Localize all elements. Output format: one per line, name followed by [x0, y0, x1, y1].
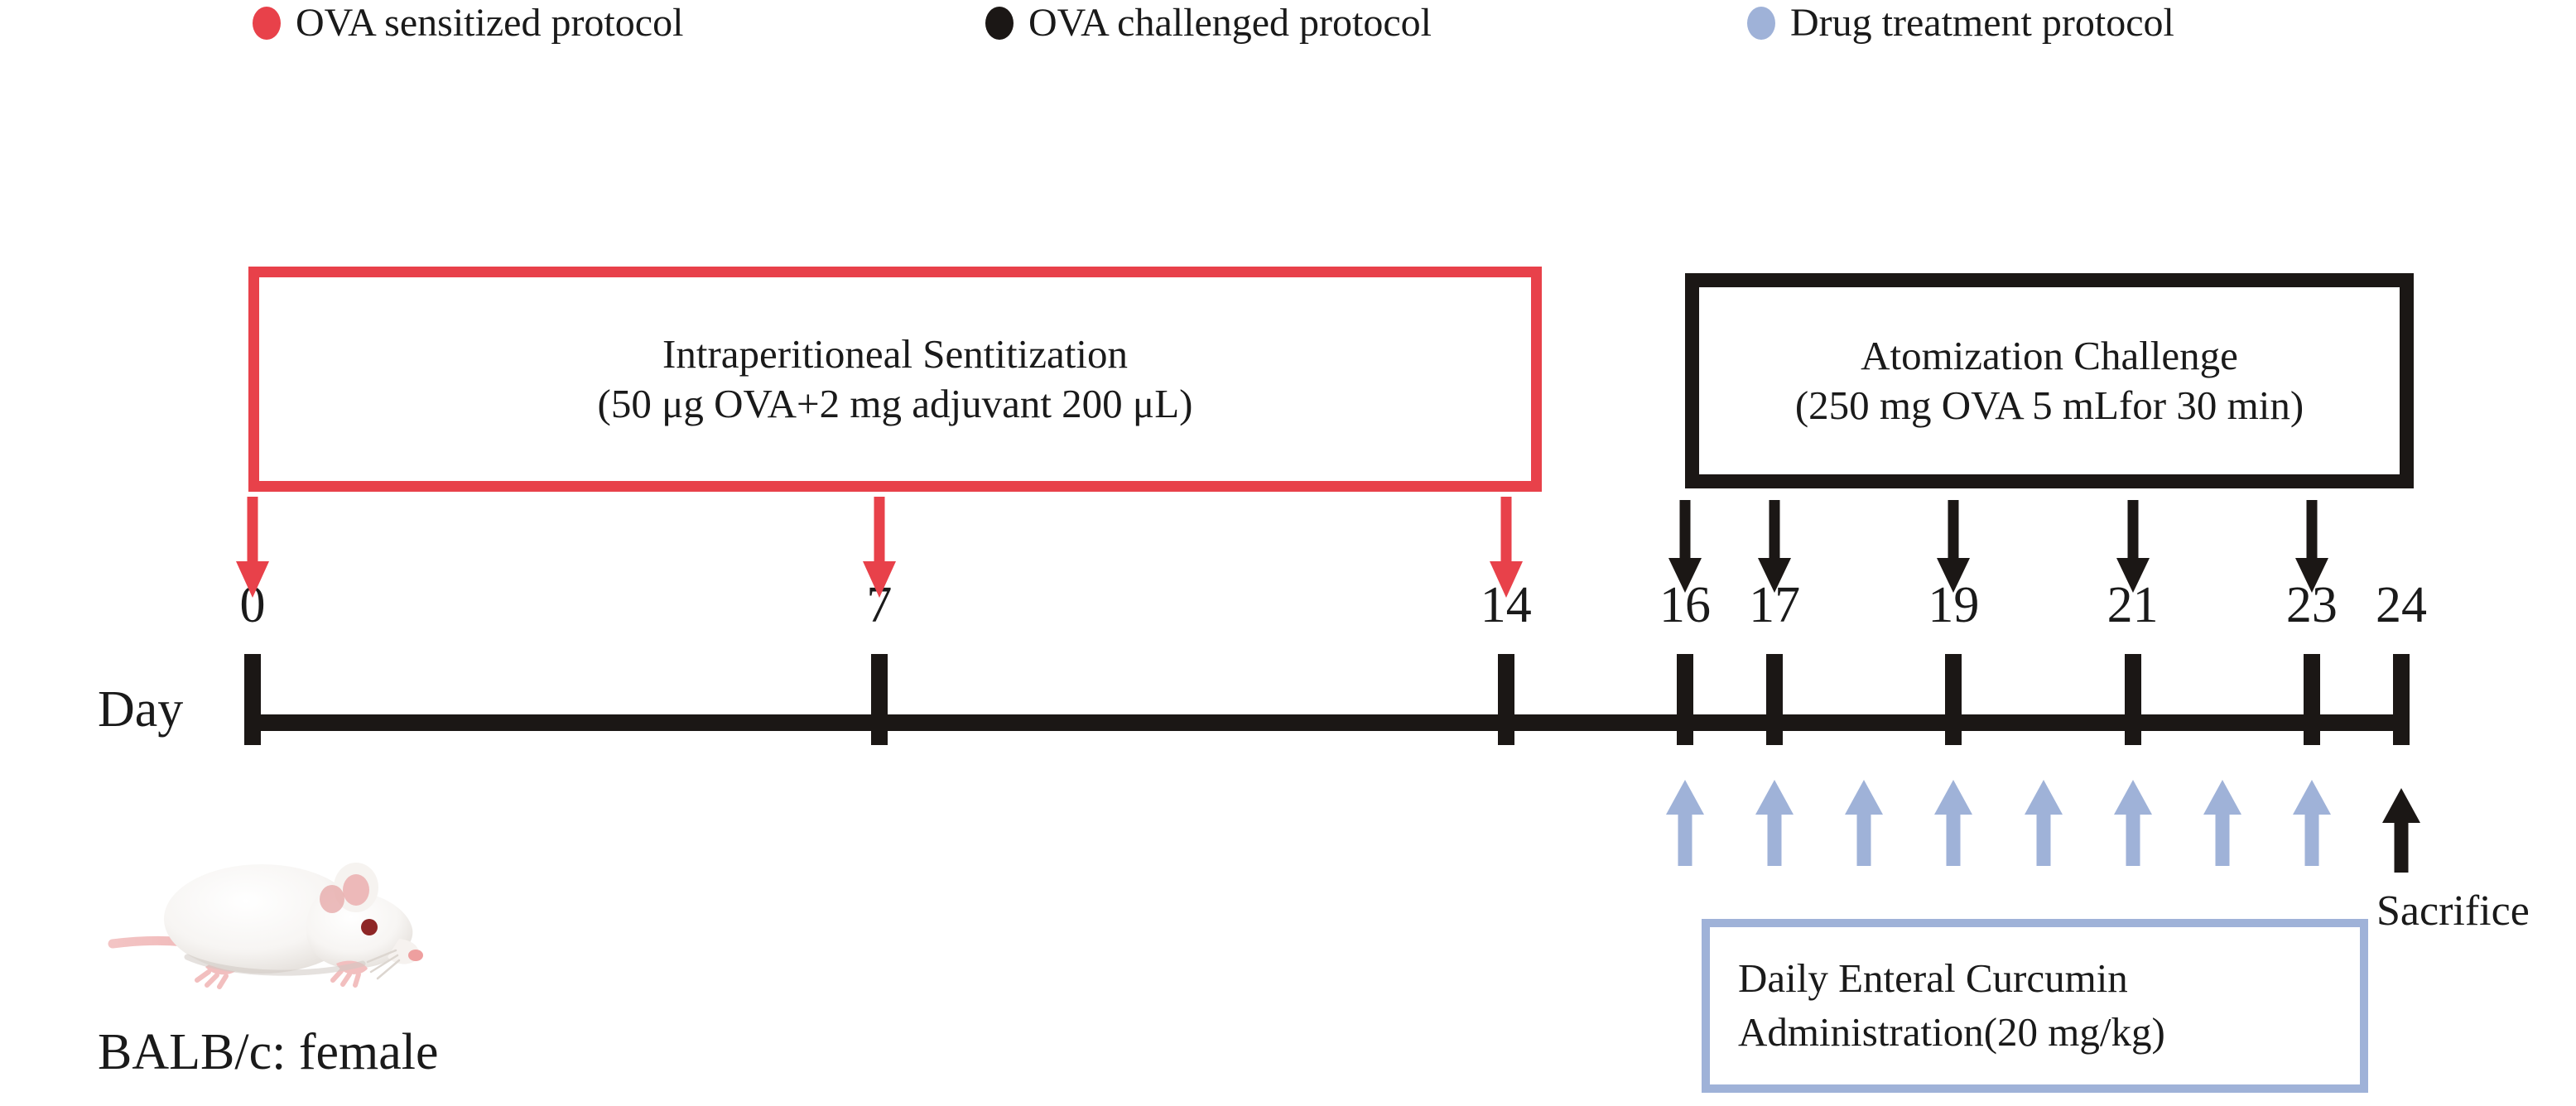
- timeline-day-number-24: 24: [2376, 577, 2427, 633]
- arrow-shaft: [1769, 500, 1780, 558]
- arrow-shaft: [2304, 815, 2319, 866]
- legend-item-drug-treatment: Drug treatment protocol: [1747, 3, 2174, 43]
- arrow-shaft: [874, 497, 885, 561]
- axis-label-day: Day: [98, 681, 184, 738]
- arrow-head: [2113, 780, 2152, 815]
- legend-item-label: Drug treatment protocol: [1790, 1, 2174, 45]
- arrow-shaft: [2394, 823, 2409, 873]
- challenge-protocol-box: Atomization Challenge (250 mg OVA 5 mLfo…: [1685, 273, 2414, 488]
- arrow-shaft: [1767, 815, 1782, 866]
- arrow-shaft: [2126, 815, 2140, 866]
- arrow-shaft: [247, 497, 258, 561]
- legend-item-label: OVA challenged protocol: [1028, 1, 1432, 45]
- sensitization-title: Intraperitioneal Sentitization: [662, 331, 1128, 377]
- red-dot-marker-icon: [253, 7, 281, 40]
- arrow-head: [1758, 558, 1792, 593]
- arrow-shaft: [1679, 500, 1691, 558]
- arrow-head: [1755, 780, 1794, 815]
- sensitization-protocol-box: Intraperitioneal Sentitization (50 μg OV…: [248, 267, 1542, 492]
- timeline-tick-day-16: [1677, 654, 1693, 745]
- challenge-arrow-day-19: [1934, 500, 1972, 593]
- sacrifice-label: Sacrifice: [2376, 887, 2530, 935]
- drug-treatment-protocol-box: Daily Enteral Curcumin Administration(20…: [1702, 919, 2368, 1093]
- challenge-arrow-day-16: [1666, 500, 1704, 593]
- drug-arrow-day-16: [1666, 780, 1704, 866]
- arrow-head: [2294, 558, 2328, 593]
- timeline-tick-day-23: [2303, 654, 2320, 745]
- drug-arrow-day-22: [2203, 780, 2241, 866]
- blue-dot-marker-icon: [1747, 7, 1775, 40]
- challenge-arrow-day-17: [1755, 500, 1794, 593]
- arrow-head: [1845, 780, 1884, 815]
- timeline-tick-day-0: [244, 654, 261, 745]
- timeline-tick-day-24: [2393, 654, 2410, 745]
- arrow-head: [236, 561, 269, 598]
- legend: OVA sensitized protocol OVA challenged p…: [0, 0, 2576, 66]
- timeline-tick-day-7: [870, 654, 888, 745]
- timeline-axis: [253, 714, 2401, 731]
- arrow-head: [2116, 558, 2150, 593]
- arrow-head: [1668, 558, 1702, 593]
- sensitization-dose: (50 μg OVA+2 mg adjuvant 200 μL): [597, 381, 1193, 426]
- legend-item-ova-sensitized: OVA sensitized protocol: [253, 3, 683, 43]
- challenge-title: Atomization Challenge: [1861, 333, 2238, 379]
- arrow-shaft: [2036, 815, 2050, 866]
- drug-arrow-day-21: [2113, 780, 2152, 866]
- legend-item-label: OVA sensitized protocol: [296, 1, 684, 45]
- drug-arrow-day-23: [2292, 780, 2331, 866]
- drug-arrow-day-20: [2024, 780, 2063, 866]
- arrow-head: [1489, 561, 1523, 598]
- arrow-shaft: [1678, 815, 1692, 866]
- drug-arrow-day-17: [1755, 780, 1794, 866]
- white-mouse-photo: [108, 863, 423, 989]
- timeline-tick-day-14: [1497, 654, 1514, 745]
- drug-arrow-day-18: [1845, 780, 1884, 866]
- drug-title: Daily Enteral Curcumin: [1738, 955, 2128, 1002]
- arrow-head: [2382, 788, 2420, 823]
- animal-strain-label: BALB/c: female: [98, 1024, 439, 1080]
- challenge-arrow-day-23: [2293, 500, 2331, 593]
- sensitization-arrow-day-0: [234, 497, 272, 598]
- arrow-shaft: [1946, 815, 1961, 866]
- drug-dose: Administration(20 mg/kg): [1738, 1009, 2165, 1055]
- arrow-shaft: [1948, 500, 1959, 558]
- arrow-shaft: [1856, 815, 1871, 866]
- black-dot-marker-icon: [985, 7, 1014, 40]
- arrow-shaft: [2215, 815, 2230, 866]
- arrow-head: [2203, 780, 2241, 815]
- timeline-tick-day-17: [1766, 654, 1784, 745]
- sensitization-arrow-day-14: [1487, 497, 1525, 598]
- arrow-head: [2292, 780, 2331, 815]
- arrow-head: [1666, 780, 1704, 815]
- sensitization-arrow-day-7: [860, 497, 898, 598]
- arrow-shaft: [2127, 500, 2139, 558]
- arrow-head: [862, 561, 896, 598]
- arrow-head: [1937, 558, 1971, 593]
- arrow-shaft: [2306, 500, 2318, 558]
- sacrifice-arrow-day-24: [2382, 788, 2420, 873]
- challenge-arrow-day-21: [2114, 500, 2152, 593]
- timeline-tick-day-19: [1945, 654, 1962, 745]
- drug-arrow-day-19: [1934, 780, 1973, 866]
- arrow-head: [2024, 780, 2063, 815]
- challenge-dose: (250 mg OVA 5 mLfor 30 min): [1794, 382, 2304, 428]
- arrow-shaft: [1500, 497, 1512, 561]
- timeline-tick-day-21: [2124, 654, 2141, 745]
- legend-item-ova-challenged: OVA challenged protocol: [985, 3, 1432, 43]
- arrow-head: [1934, 780, 1973, 815]
